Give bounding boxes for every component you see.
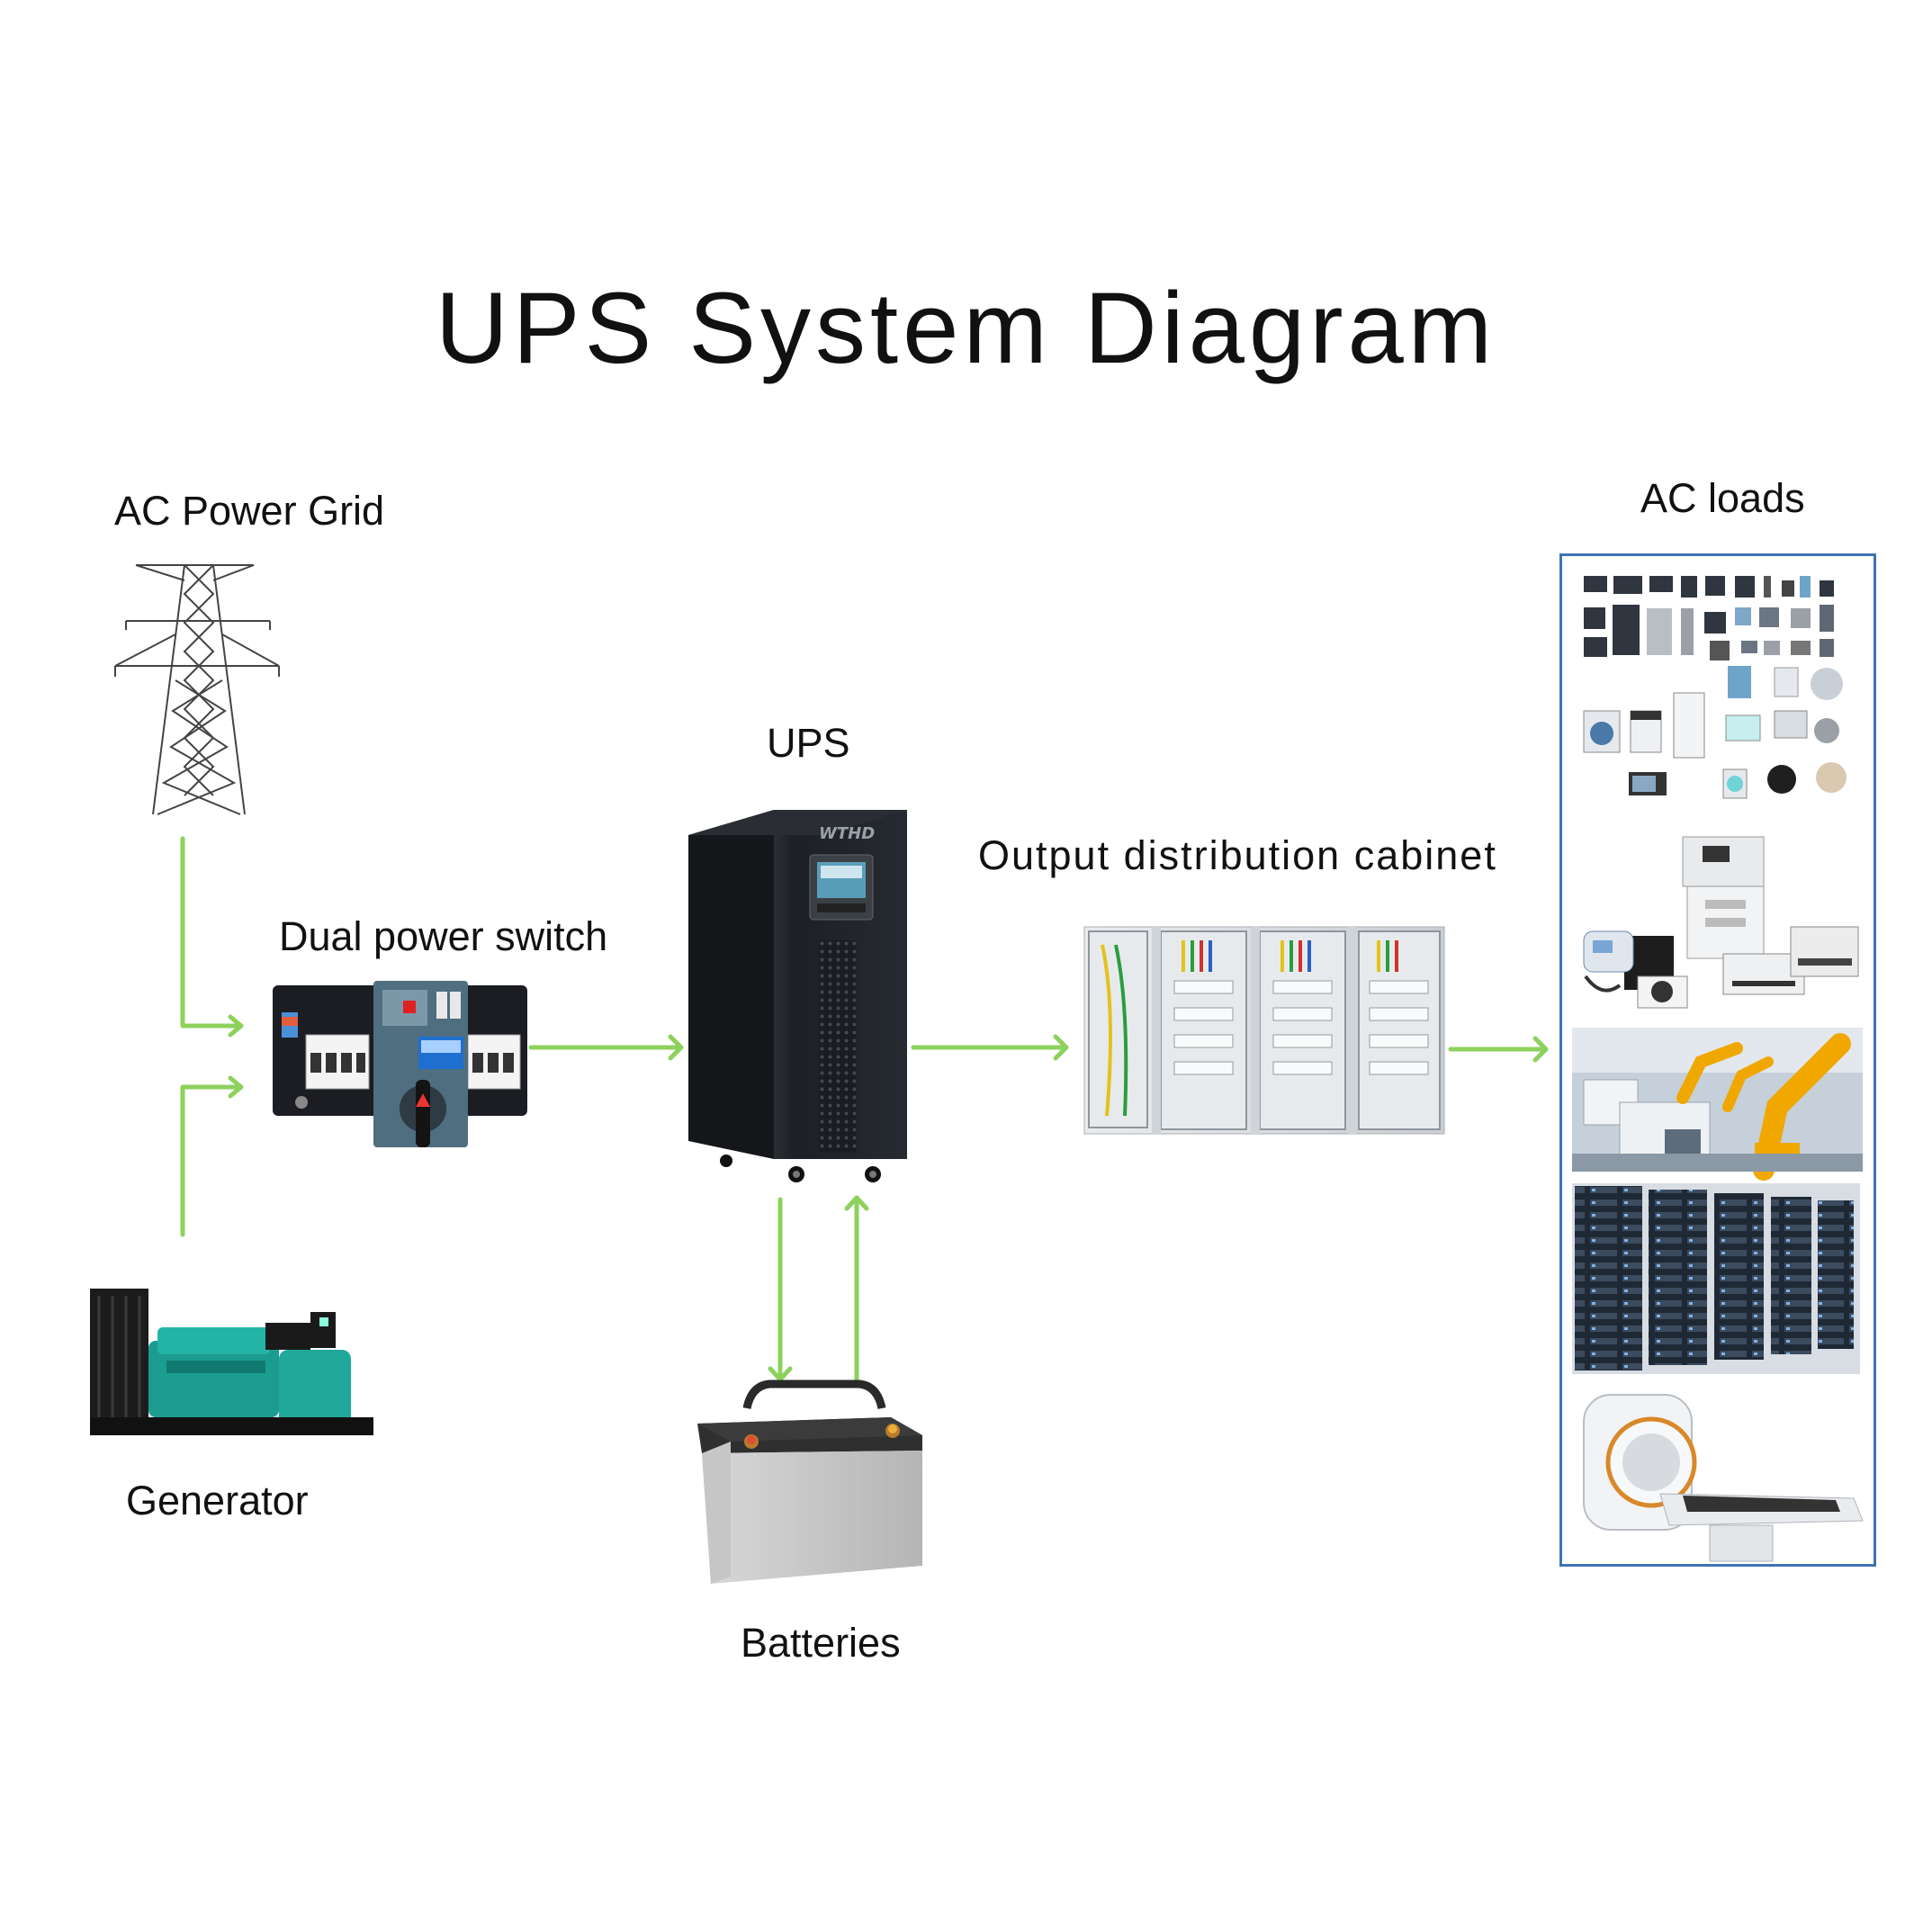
server-racks-icon — [1572, 1183, 1860, 1374]
ups-cabinet-icon: WTHD — [688, 810, 907, 1182]
generator-icon — [90, 1289, 373, 1435]
battery-icon — [697, 1379, 922, 1584]
batteries-label: Batteries — [741, 1620, 901, 1666]
arrow-generator-to-switch — [180, 1084, 244, 1237]
loads-label: AC loads — [1640, 475, 1805, 521]
office-equipment-icon — [1583, 836, 1859, 1009]
ups-label: UPS — [767, 720, 850, 766]
home-appliances-icon — [1583, 576, 1847, 799]
dual-power-switch-icon — [273, 981, 527, 1147]
grid-label: AC Power Grid — [114, 488, 385, 534]
transmission-tower-icon — [114, 564, 280, 815]
cabinet-label: Output distribution cabinet — [978, 832, 1497, 878]
ups-logo: WTHD — [819, 824, 875, 843]
diagram-title: UPS System Diagram — [435, 272, 1497, 384]
flow-arrows — [180, 836, 1549, 1382]
distribution-cabinet-icon — [1083, 926, 1445, 1135]
generator-label: Generator — [126, 1478, 309, 1523]
switch-label: Dual power switch — [279, 913, 608, 959]
arrow-grid-to-switch — [180, 836, 244, 1029]
industrial-robots-icon — [1572, 1028, 1863, 1181]
medical-scanner-icon — [1583, 1394, 1864, 1562]
